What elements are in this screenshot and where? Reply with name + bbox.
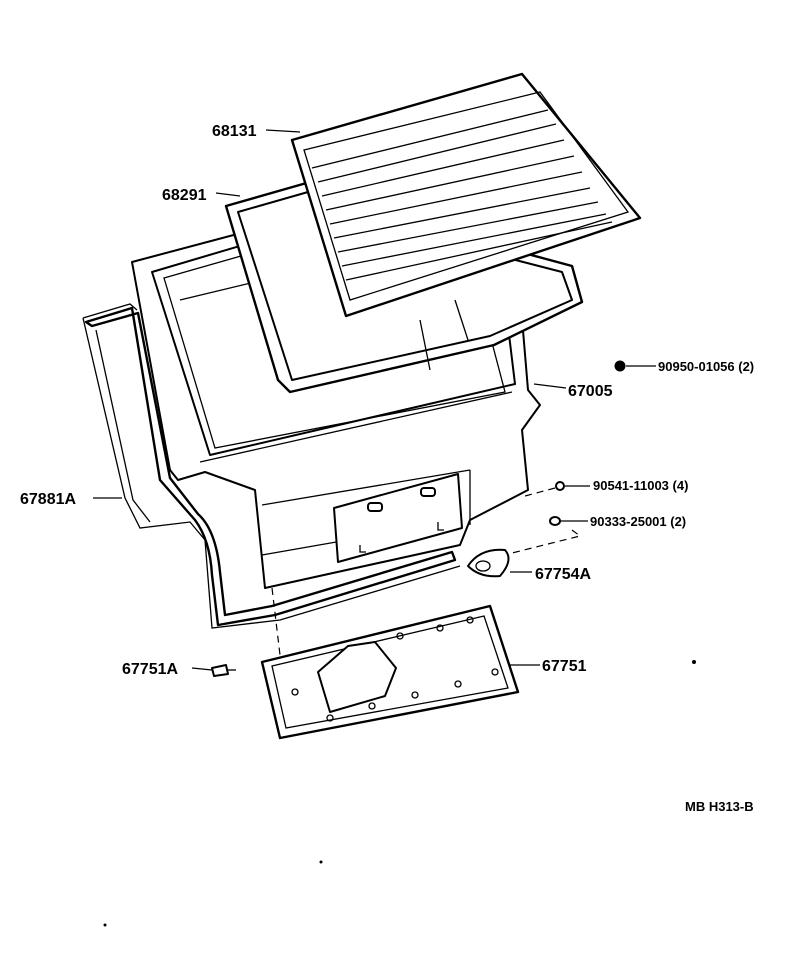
trim-board-67751 [260,604,520,740]
label-67751: 67751 [542,658,587,675]
label-90541-11003: 90541-11003 (4) [593,478,688,493]
leader-68291 [215,192,241,197]
cover-67754a [467,548,532,578]
door-weatherstrip-67881a [82,303,461,629]
alignment-line [271,587,281,656]
label-68291: 68291 [162,187,207,204]
bolt-90950 [614,360,656,372]
nut-90541 [524,481,590,497]
back-glass-68131 [290,72,642,318]
clip-67751a [211,664,236,677]
leader-68131 [265,129,301,133]
clip-90333 [499,516,588,557]
leader-67751a [191,667,213,671]
diagram-code: MB H313-B [685,799,754,814]
label-68131: 68131 [212,123,257,140]
label-67005: 67005 [568,383,613,400]
leader-67005 [533,383,567,389]
label-67754a: 67754A [535,566,591,583]
label-90333-25001: 90333-25001 (2) [590,514,686,529]
label-67751a: 67751A [122,661,178,678]
label-67881a: 67881A [20,491,76,508]
label-90950-01056: 90950-01056 (2) [658,359,754,374]
